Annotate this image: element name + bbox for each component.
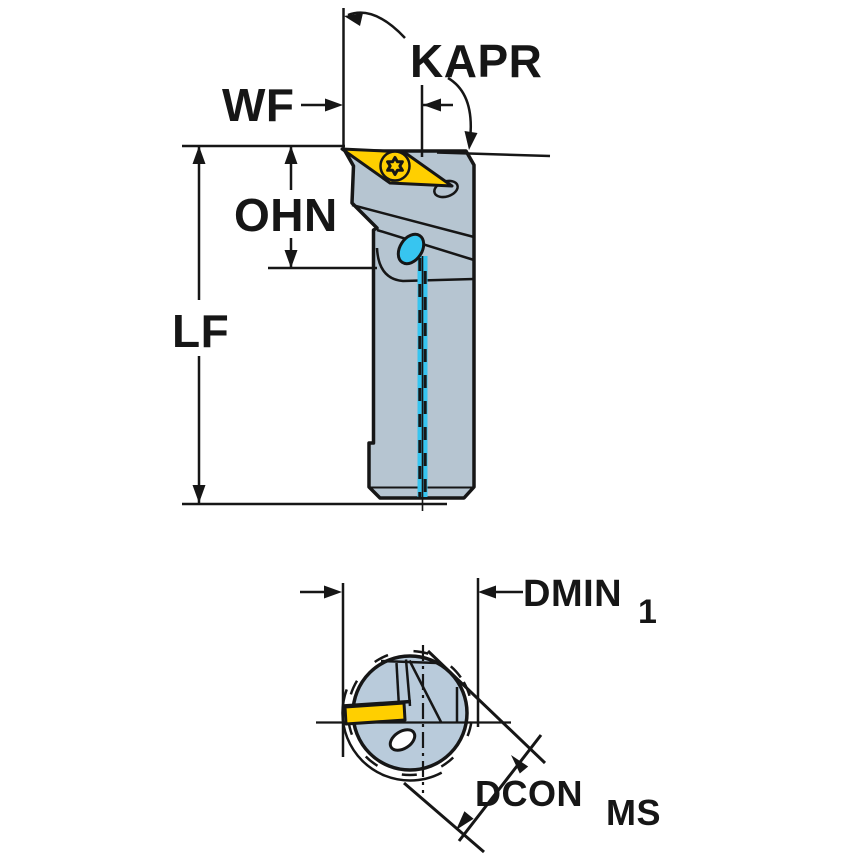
dcon-tangent-lower [403, 781, 485, 854]
lf-label: LF [172, 305, 229, 357]
clamp-line-2 [376, 228, 475, 262]
kapr-arc-lower-arrow [464, 131, 478, 150]
dcon-tangent-upper [426, 649, 547, 765]
end-coolant-hole [388, 728, 417, 752]
kapr-arc-upper [347, 11, 406, 39]
dcon-arrow-upper [511, 755, 529, 774]
wf-arrow-right [325, 98, 343, 112]
end-view-insert-edge [342, 699, 412, 708]
insert-screw [379, 150, 411, 182]
ohn-label: OHN [234, 189, 338, 241]
dmin-subscript: 1 [638, 593, 657, 631]
dcon-arrow-lower [456, 811, 474, 830]
side-view [340, 147, 476, 511]
kapr-arc-lower [447, 76, 472, 141]
dmin-arrow-left [478, 585, 496, 599]
dcon-subscript: MS [606, 792, 661, 833]
kapr-arc-upper-arrow [344, 13, 363, 26]
rotated-silhouette-dashed [346, 649, 474, 777]
head-line-3 [408, 659, 443, 723]
ohn-arrow-down [284, 250, 298, 268]
dcon-label: DCON [475, 773, 583, 814]
clamp-line-3 [375, 247, 475, 283]
head-line-1 [395, 662, 401, 708]
lf-arrow-up [192, 146, 206, 164]
ohn-label-mask [232, 192, 346, 236]
dmin-arrow-right [324, 585, 342, 599]
end-view-dimensions: DMIN 1 DCON MS [300, 573, 661, 854]
kapr-label: KAPR [410, 35, 542, 87]
dcon-dimension-line [457, 734, 543, 842]
head-line-2 [404, 659, 412, 707]
edge-extension-line [436, 151, 551, 158]
lf-label-mask [168, 304, 230, 354]
dmin-label: DMIN [523, 573, 622, 615]
side-view-dimensions: LF OHN WF KAPR [168, 8, 551, 506]
wf-label: WF [222, 79, 295, 131]
clamp-line-1 [351, 203, 475, 239]
end-view [316, 644, 511, 793]
ohn-arrow-up [284, 146, 298, 164]
tool-body [343, 149, 476, 500]
torx-icon [386, 156, 404, 176]
lf-arrow-down [192, 485, 206, 503]
coolant-hole [396, 232, 426, 266]
wf-arrow-left [423, 98, 441, 112]
